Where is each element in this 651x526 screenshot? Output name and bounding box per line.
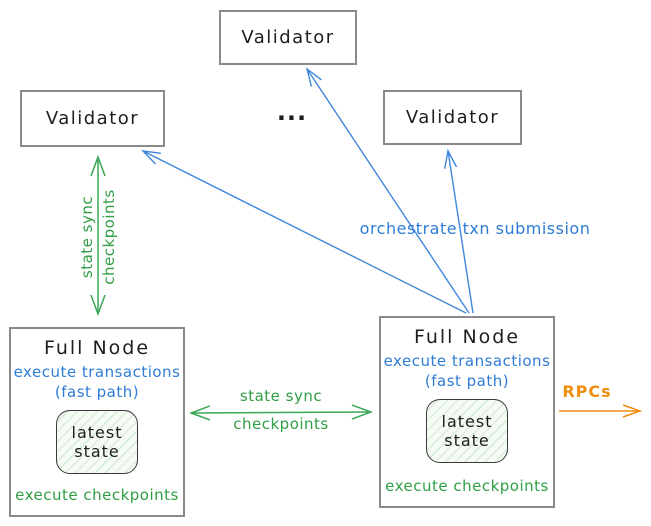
rpcs-label: RPCs: [562, 382, 612, 401]
full-node-title: Full Node: [43, 337, 151, 359]
fast-path-label: (fast path): [54, 383, 140, 401]
full-node-title: Full Node: [413, 326, 521, 348]
state-sync-vertical-label: state sync checkpoints: [76, 152, 120, 322]
execute-transactions-line: execute transactions: [13, 363, 181, 381]
fast-path-label: (fast path): [424, 372, 510, 390]
latest-state-box: latest state: [56, 410, 138, 474]
validator-box-top: Validator: [219, 10, 357, 65]
validator-label: Validator: [45, 108, 140, 129]
arrow-state-sync-horizontal: [191, 412, 371, 413]
validators-ellipsis: ...: [276, 98, 308, 126]
validator-label: Validator: [405, 107, 500, 128]
state-sync-horizontal-label-line2: checkpoints: [233, 415, 329, 433]
orchestrate-label: orchestrate txn submission: [359, 219, 591, 238]
latest-state-label-line1: latest: [441, 412, 493, 431]
latest-state-label-line1: latest: [71, 423, 123, 442]
full-node-box-left: Full Node execute transactions (fast pat…: [9, 327, 185, 517]
state-sync-vertical-line1: state sync: [78, 195, 96, 279]
latest-state-label-line2: state: [444, 431, 490, 450]
latest-state-label-line2: state: [74, 442, 120, 461]
validator-label: Validator: [241, 27, 335, 48]
execute-transactions-label: execute transactions (fast path): [11, 362, 183, 402]
execute-checkpoints-label: execute checkpoints: [15, 486, 179, 504]
execute-checkpoints-label: execute checkpoints: [385, 477, 549, 495]
execute-transactions-line: execute transactions: [383, 352, 551, 370]
validator-box-right: Validator: [383, 90, 522, 145]
execute-transactions-label: execute transactions (fast path): [381, 351, 553, 391]
state-sync-horizontal-label-line1: state sync: [239, 387, 323, 405]
latest-state-box: latest state: [426, 399, 508, 463]
state-sync-vertical-line2: checkpoints: [100, 189, 118, 285]
validator-box-left: Validator: [20, 90, 165, 147]
full-node-box-right: Full Node execute transactions (fast pat…: [379, 316, 555, 508]
